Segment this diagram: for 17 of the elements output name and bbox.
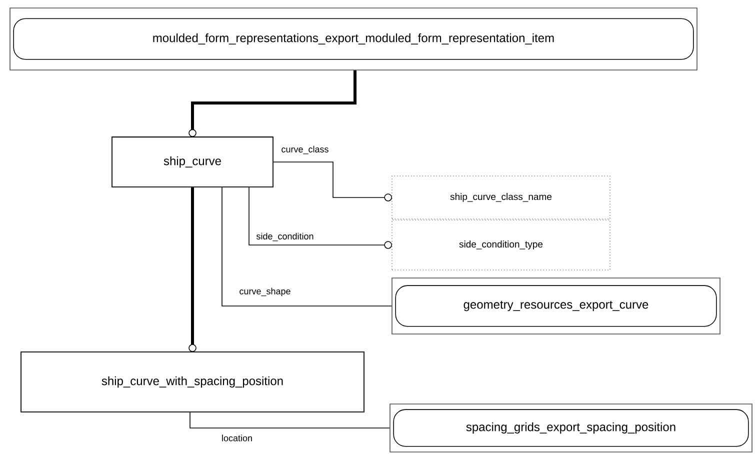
edge-label: curve_shape bbox=[238, 286, 292, 298]
connector bbox=[190, 412, 390, 428]
reference-box: moulded_form_representations_export_moduled_form_representation_item bbox=[10, 8, 698, 70]
edge-label: curve_class bbox=[280, 144, 330, 156]
connector bbox=[273, 162, 392, 202]
connector bbox=[188, 70, 356, 137]
connector bbox=[248, 187, 392, 249]
edge-label: side_condition bbox=[255, 232, 315, 242]
type-box: side_condition_type bbox=[392, 220, 610, 270]
connector bbox=[188, 187, 196, 352]
edge-label: location bbox=[220, 434, 254, 442]
type-box: ship_curve_class_name bbox=[392, 176, 610, 220]
connector bbox=[222, 187, 392, 306]
entity-box: ship_curve bbox=[112, 136, 274, 188]
entity-box: ship_curve_with_spacing_position bbox=[20, 352, 364, 412]
reference-box: spacing_grids_export_spacing_position bbox=[390, 404, 752, 452]
reference-box: geometry_resources_export_curve bbox=[392, 278, 720, 334]
